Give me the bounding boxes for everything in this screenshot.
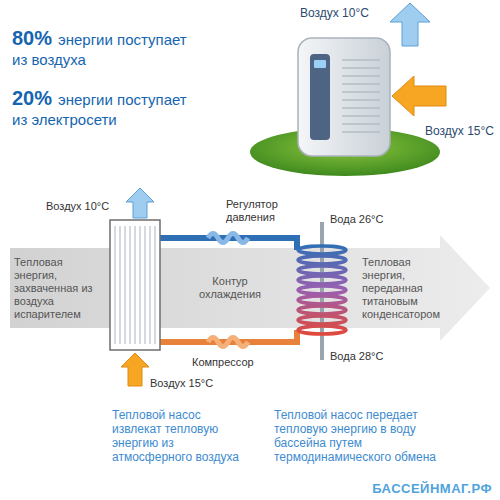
band-arrow bbox=[10, 235, 490, 341]
percent-value: 20% bbox=[12, 87, 52, 109]
pressure-valve-symbol bbox=[208, 234, 248, 243]
flow-band: Тепловая энергия, захваченная из воздуха… bbox=[10, 235, 490, 341]
watermark: БАССЕЙНМАГ.РФ bbox=[370, 481, 494, 497]
unit-grille bbox=[342, 60, 380, 132]
unit-panel bbox=[310, 54, 330, 140]
condenser-coil bbox=[298, 246, 346, 334]
water-pipe bbox=[320, 222, 324, 360]
energy-share-text: 80%энергии поступает из воздуха bbox=[12, 28, 190, 70]
pump-unit bbox=[298, 38, 390, 156]
note-text: Тепловой насос извлекат тепловую энергию… bbox=[112, 408, 252, 464]
part-label: Регулятор давления bbox=[226, 198, 296, 224]
air-temp-label: Воздух 10°C bbox=[46, 200, 109, 213]
band-text: Контур охлаждения bbox=[190, 275, 270, 301]
compressor-symbol bbox=[208, 338, 248, 347]
band-text: Тепловая энергия, переданная титановым к… bbox=[362, 256, 454, 321]
air-temp-label: Воздух 15°C bbox=[150, 377, 213, 390]
air-temp-label: Воздух 15°C bbox=[425, 124, 494, 138]
warm-air-arrow bbox=[392, 76, 446, 116]
evaporator-fins bbox=[115, 226, 155, 344]
evaporator bbox=[110, 220, 160, 350]
percent-value: 80% bbox=[12, 27, 52, 49]
part-label: Компрессор bbox=[192, 356, 254, 369]
exhaust-air-arrow bbox=[126, 188, 154, 218]
water-temp-label: Вода 26°C bbox=[330, 213, 383, 226]
air-temp-label: Воздух 10°C bbox=[300, 6, 369, 20]
intake-air-arrow bbox=[121, 353, 149, 386]
energy-share-text: 20%энергии поступает из электросети bbox=[12, 88, 190, 130]
band-text: Тепловая энергия, захваченная из воздуха… bbox=[14, 256, 104, 321]
water-temp-label: Вода 28°C bbox=[330, 350, 383, 363]
unit-display bbox=[314, 60, 326, 68]
note-text: Тепловой насос передает тепловую энергию… bbox=[274, 408, 459, 464]
cold-air-arrow bbox=[390, 3, 430, 46]
